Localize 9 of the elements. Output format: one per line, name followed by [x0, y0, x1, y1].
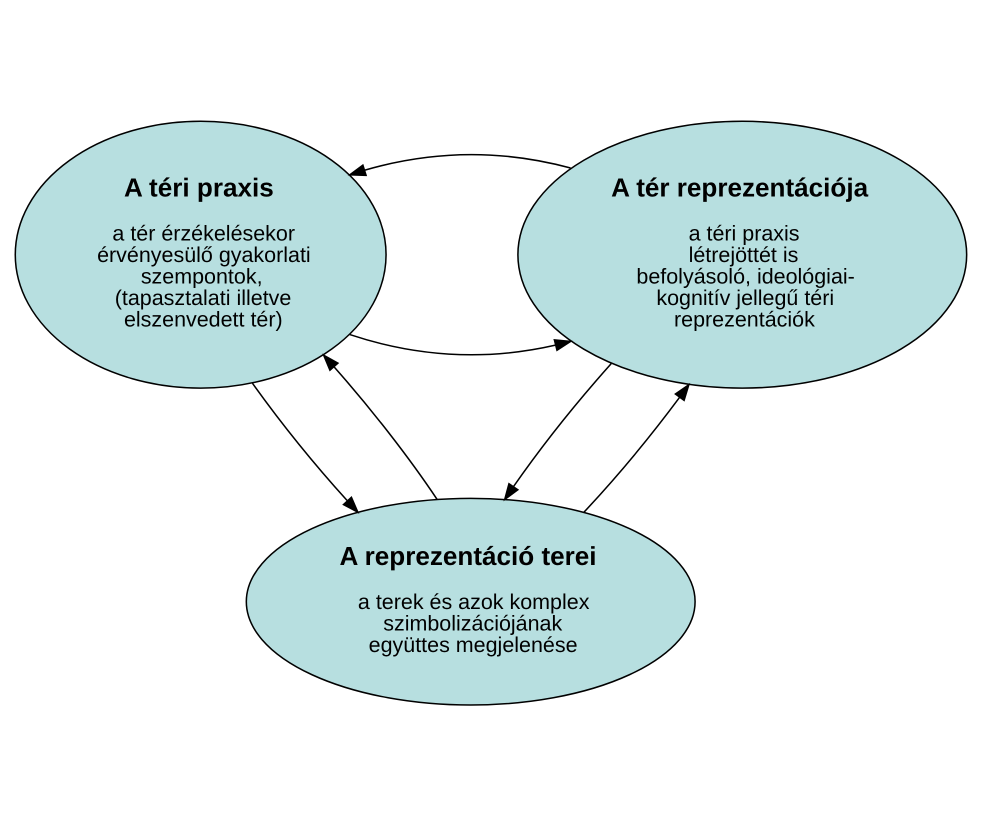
- arrow: [502, 362, 612, 501]
- arrow: [349, 333, 572, 356]
- arrow: [347, 153, 570, 176]
- arrow: [251, 382, 359, 514]
- node-ellipse: A reprezentáció terei a terek és azok komplex szimbolizációjának együttes megjelenése: [245, 497, 696, 706]
- node-ellipse: A téri praxis a tér érzékelésekor érvényesülő gyakorlati szempontok, (tapasztalati illetve elszenvedett tér): [14, 120, 386, 388]
- node-ellipse: A tér reprezentációja a téri praxis létrejöttét is befolyásoló, ideológiai- kognitív jellegű téri reprezentációk: [516, 120, 967, 388]
- arrow: [322, 353, 438, 500]
- arrow: [582, 382, 690, 512]
